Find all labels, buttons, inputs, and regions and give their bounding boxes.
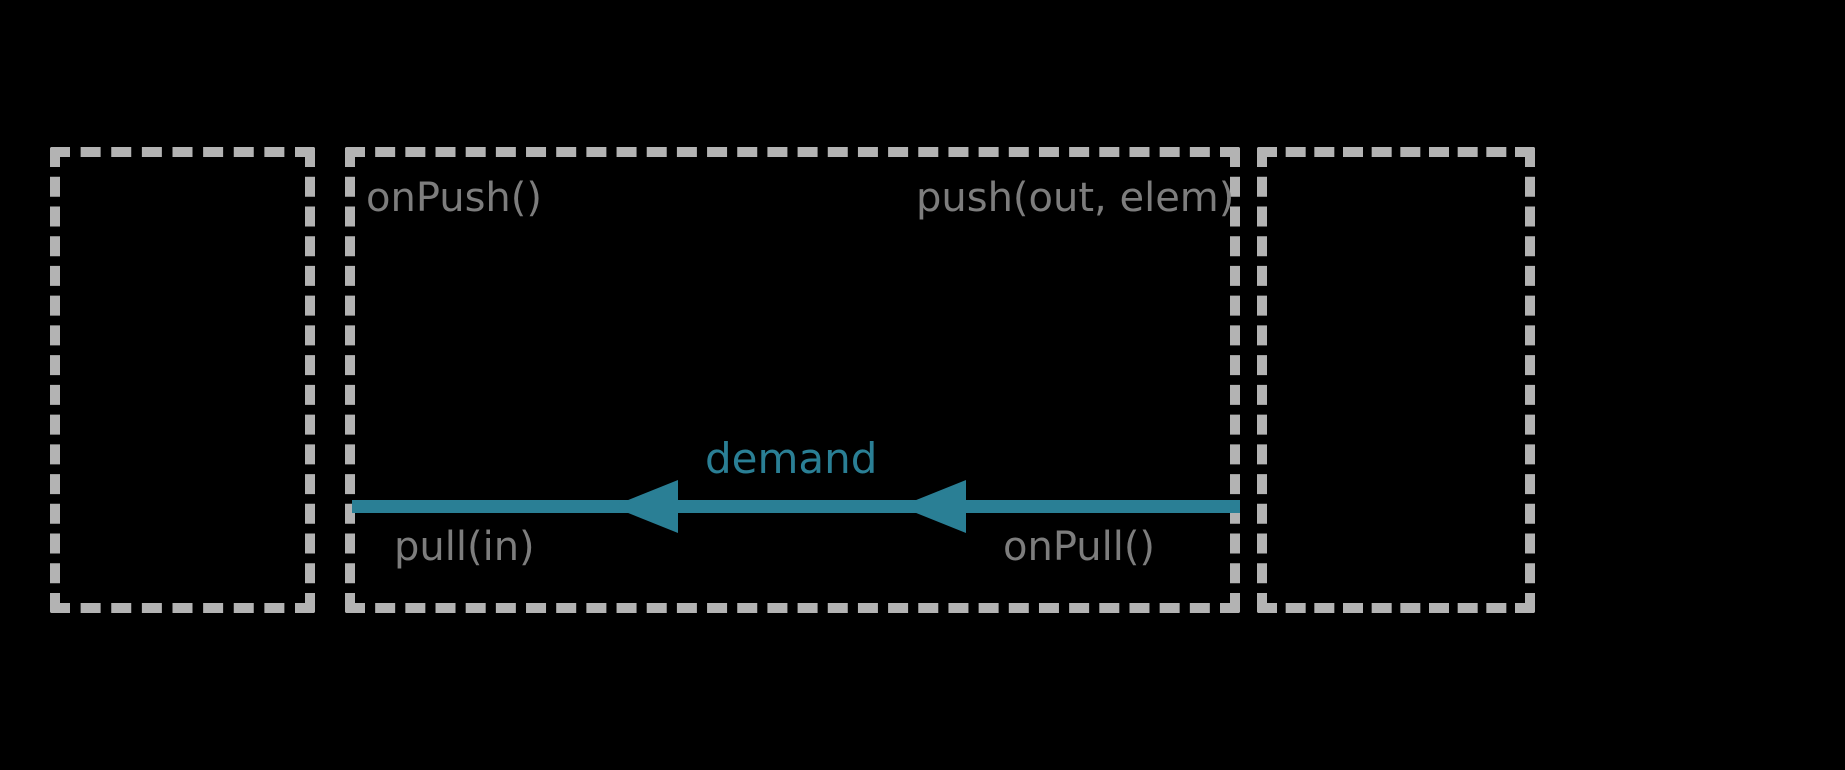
stage-box: [345, 147, 1240, 613]
push-out-elem-label: push(out, elem): [916, 175, 1235, 221]
on-pull-label: onPull(): [1003, 524, 1156, 570]
downstream-box: [1257, 147, 1535, 613]
demand-label: demand: [705, 434, 878, 483]
on-push-label: onPush(): [366, 175, 542, 221]
upstream-box: [50, 147, 315, 613]
pull-in-label: pull(in): [394, 524, 535, 570]
